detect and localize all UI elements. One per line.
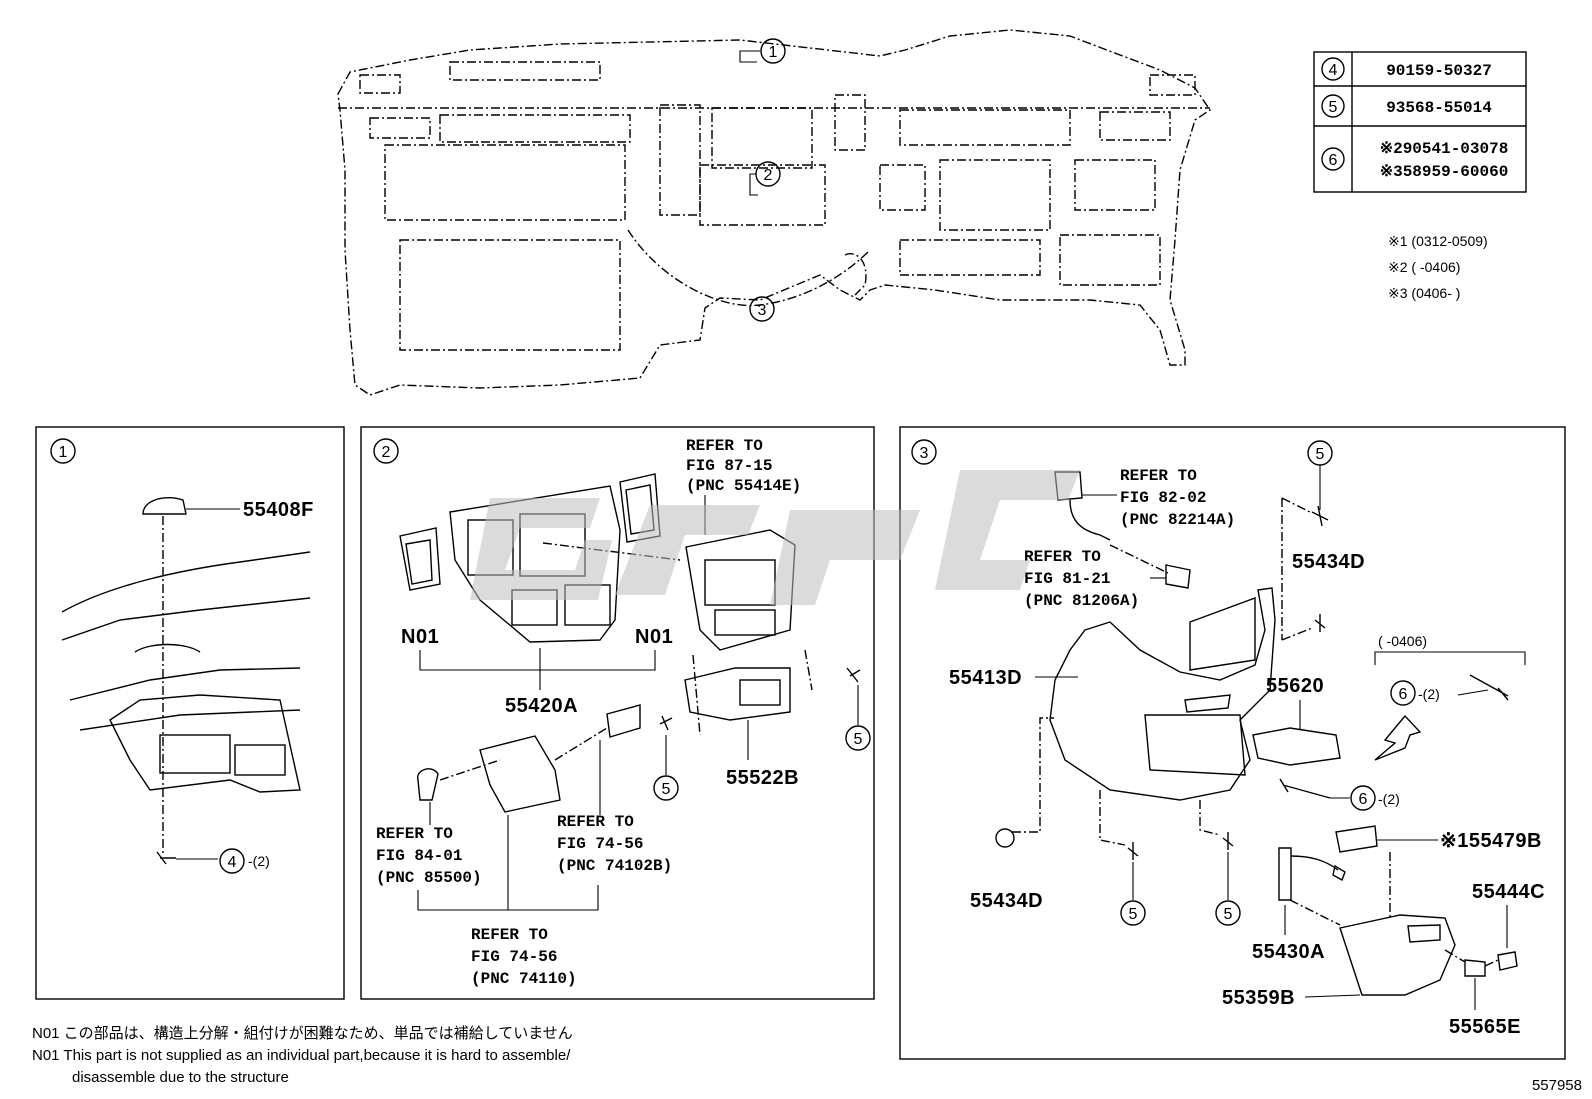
qty-6-top: -(2) bbox=[1418, 686, 1440, 702]
part-number-table: 4 90159-50327 5 93568-55014 6 ※290541-03… bbox=[1313, 51, 1527, 193]
part-55434D-top: 55434D bbox=[1292, 551, 1365, 573]
panel-3-label: 3 bbox=[920, 445, 929, 462]
callout-6-top: 6 bbox=[1399, 686, 1408, 703]
part-55430A: 55430A bbox=[1252, 941, 1325, 963]
part-55522B: 55522B bbox=[726, 767, 799, 789]
callout-4-panel1: 4 bbox=[228, 854, 237, 871]
ref-87-15-line2: FIG 87-15 bbox=[686, 457, 772, 475]
part-55620: 55620 bbox=[1266, 675, 1324, 697]
watermark-logo bbox=[470, 470, 1080, 605]
table-part-358959-60060: ※358959-60060 bbox=[1380, 163, 1509, 181]
callout-5-55522B: 5 bbox=[854, 731, 863, 748]
footnote-en-line2: disassemble due to the structure bbox=[72, 1069, 289, 1086]
date-note-2: ※2 ( -0406) bbox=[1388, 259, 1460, 275]
callout-5-bottom-left: 5 bbox=[1129, 906, 1138, 923]
ref-81-21-line2: FIG 81-21 bbox=[1024, 570, 1110, 588]
ref-84-01-line2: FIG 84-01 bbox=[376, 847, 462, 865]
date-note-1: ※1 (0312-0509) bbox=[1388, 233, 1488, 249]
ref-74-56-b-line1: REFER TO bbox=[557, 813, 634, 831]
dashboard-overview: 1 2 3 bbox=[337, 29, 1211, 396]
ref-87-15-line3: (PNC 55414E) bbox=[686, 477, 801, 495]
date-note-3: ※3 (0406- ) bbox=[1388, 285, 1460, 301]
panel-2: 2 REFER TO FIG 87-15 (PNC 55414E) N01 N0… bbox=[360, 426, 875, 1000]
bracket-date: ( -0406) bbox=[1378, 633, 1427, 649]
figure-id: 557958 bbox=[1532, 1077, 1582, 1094]
ref-74-56-c-line1: REFER TO bbox=[471, 926, 548, 944]
part-55408F: 55408F bbox=[243, 499, 314, 521]
table-ref-6: 6 bbox=[1329, 152, 1338, 169]
table-ref-5: 5 bbox=[1329, 99, 1338, 116]
table-part-93568-55014: 93568-55014 bbox=[1386, 99, 1492, 117]
part-55479B: ※155479B bbox=[1440, 830, 1542, 852]
panel-1-label: 1 bbox=[59, 444, 68, 461]
ref-84-01-line3: (PNC 85500) bbox=[376, 869, 482, 887]
ref-81-21-line3: (PNC 81206A) bbox=[1024, 592, 1139, 610]
part-55359B: 55359B bbox=[1222, 987, 1295, 1009]
footnote-en-line1: N01 This part is not supplied as an indi… bbox=[32, 1047, 571, 1064]
ref-84-01-line1: REFER TO bbox=[376, 825, 453, 843]
part-55444C: 55444C bbox=[1472, 881, 1545, 903]
table-ref-4: 4 bbox=[1329, 62, 1338, 79]
n01-right: N01 bbox=[635, 626, 673, 648]
ref-74-56-b-line2: FIG 74-56 bbox=[557, 835, 643, 853]
footnotes: N01 この部品は、構造上分解・組付けが困難なため、単品では補給していません N… bbox=[32, 1025, 573, 1086]
table-part-90159-50327: 90159-50327 bbox=[1386, 62, 1492, 80]
n01-left: N01 bbox=[401, 626, 439, 648]
qty-6-bottom: -(2) bbox=[1378, 791, 1400, 807]
table-part-290541-03078: ※290541-03078 bbox=[1380, 140, 1509, 158]
callout-1: 1 bbox=[769, 44, 778, 61]
panel-1: 1 55408F 4 -(2) bbox=[35, 426, 345, 1000]
footnote-jp: N01 この部品は、構造上分解・組付けが困難なため、単品では補給していません bbox=[32, 1025, 573, 1042]
callout-5-bottom-right: 5 bbox=[1224, 906, 1233, 923]
ref-82-02-line1: REFER TO bbox=[1120, 467, 1197, 485]
part-55420A: 55420A bbox=[505, 695, 578, 717]
ref-74-56-b-line3: (PNC 74102B) bbox=[557, 857, 672, 875]
ref-74-56-c-line3: (PNC 74110) bbox=[471, 970, 577, 988]
callout-5-top: 5 bbox=[1316, 446, 1325, 463]
callout-3: 3 bbox=[758, 302, 767, 319]
callout-2: 2 bbox=[764, 167, 773, 184]
ref-81-21-line1: REFER TO bbox=[1024, 548, 1101, 566]
part-55413D: 55413D bbox=[949, 667, 1022, 689]
qty-4-panel1: -(2) bbox=[248, 853, 270, 869]
ref-87-15-line1: REFER TO bbox=[686, 437, 763, 455]
callout-5-panel2: 5 bbox=[662, 781, 671, 798]
panel-2-label: 2 bbox=[382, 444, 391, 461]
date-notes: ※1 (0312-0509) ※2 ( -0406) ※3 (0406- ) bbox=[1388, 233, 1488, 301]
panel-3: 3 REFER TO FIG 82-02 (PNC 82214A) REFER … bbox=[899, 426, 1566, 1060]
callout-6-bottom: 6 bbox=[1359, 791, 1368, 808]
part-55565E: 55565E bbox=[1449, 1016, 1521, 1038]
ref-82-02-line2: FIG 82-02 bbox=[1120, 489, 1206, 507]
ref-82-02-line3: (PNC 82214A) bbox=[1120, 511, 1235, 529]
ref-74-56-c-line2: FIG 74-56 bbox=[471, 948, 557, 966]
part-55434D-bottom: 55434D bbox=[970, 890, 1043, 912]
